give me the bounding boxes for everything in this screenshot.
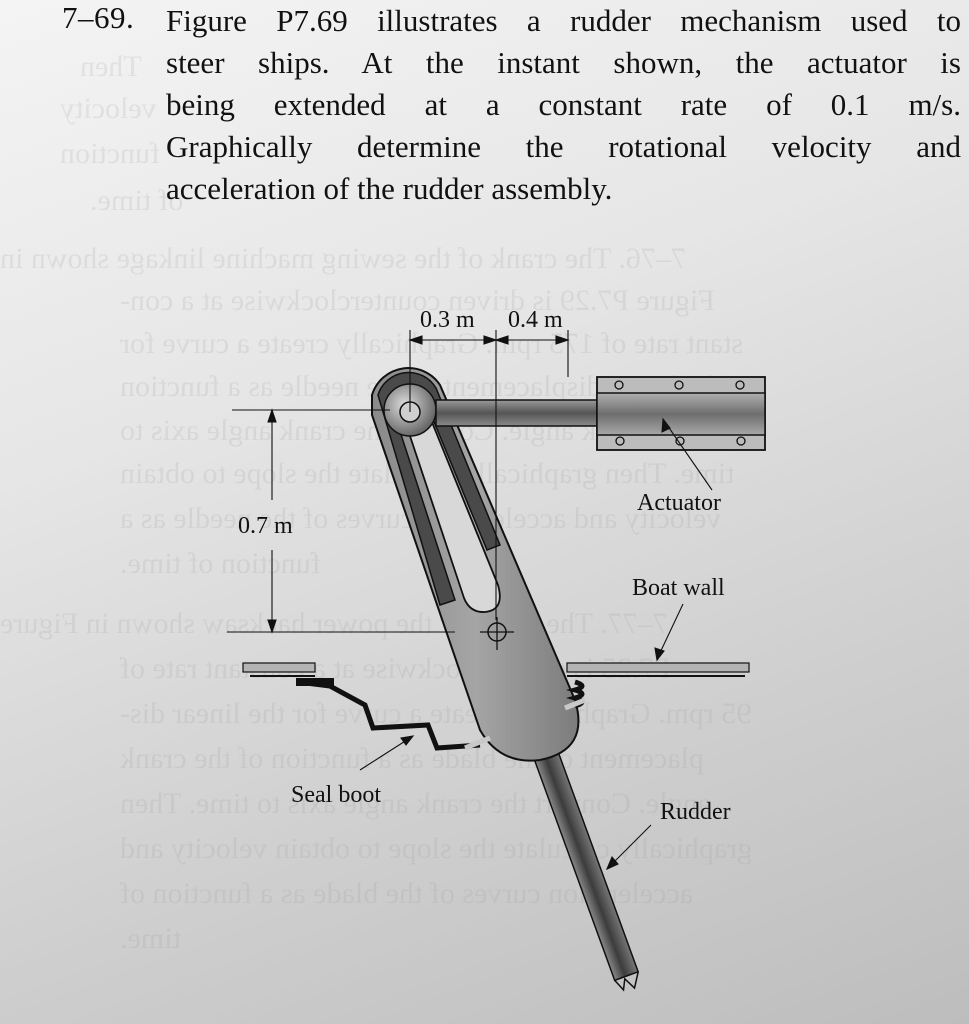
label-boat-wall: Boat wall — [632, 575, 725, 601]
boat-wall-left — [242, 662, 316, 677]
dimension-lines — [227, 330, 570, 634]
label-actuator: Actuator — [637, 490, 721, 516]
problem-line: being extended at a constant rate of 0.1… — [166, 87, 961, 122]
rudder-shaft — [528, 735, 640, 992]
seal-boot — [296, 678, 586, 751]
problem-line: acceleration of the rudder assembly. — [166, 171, 613, 206]
problem-line: Figure P7.69 illustrates a rudder mechan… — [166, 3, 961, 38]
problem-line: steer ships. At the instant shown, the a… — [166, 45, 961, 80]
dim-label-0-3m: 0.3 m — [420, 307, 475, 333]
problem-line: Graphically determine the rotational vel… — [166, 129, 961, 164]
leader-lines — [359, 417, 713, 871]
problem-number: 7–69. — [62, 0, 135, 35]
problem-text: Figure P7.69 illustrates a rudder mechan… — [166, 0, 961, 210]
actuator-rod — [435, 399, 599, 427]
label-seal-boot: Seal boot — [291, 782, 381, 808]
pivot-crosshair — [480, 617, 514, 650]
label-rudder: Rudder — [660, 799, 731, 825]
dim-label-0-4m: 0.4 m — [508, 307, 563, 333]
actuator-cylinder — [596, 376, 766, 451]
dim-label-0-7m: 0.7 m — [238, 513, 293, 539]
boat-wall-right — [566, 662, 750, 677]
